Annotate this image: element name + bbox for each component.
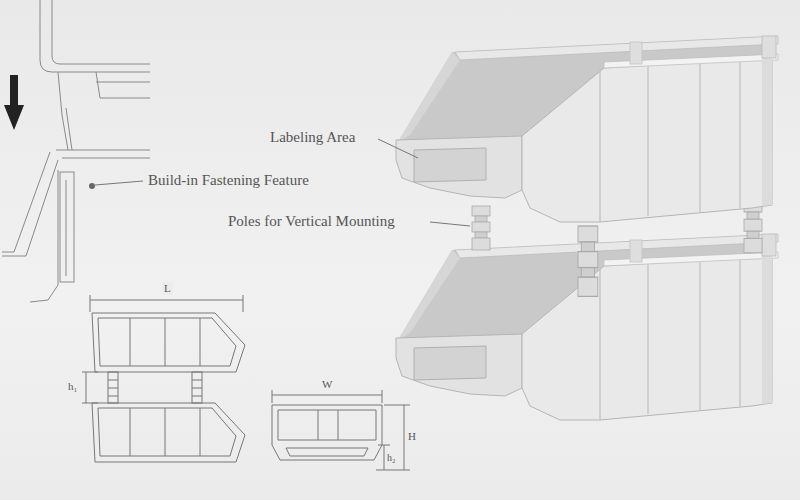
part-label: Labeling Area <box>270 129 355 146</box>
dimension-label: h₂ <box>387 452 396 464</box>
dimension-label: H <box>408 430 416 443</box>
dimension-label: L <box>162 282 173 295</box>
dimension-label: W <box>322 378 332 391</box>
part-label: Poles for Vertical Mounting <box>228 213 395 230</box>
part-label: Build-in Fastening Feature <box>148 172 309 189</box>
dimension-label: h₁ <box>68 380 77 393</box>
